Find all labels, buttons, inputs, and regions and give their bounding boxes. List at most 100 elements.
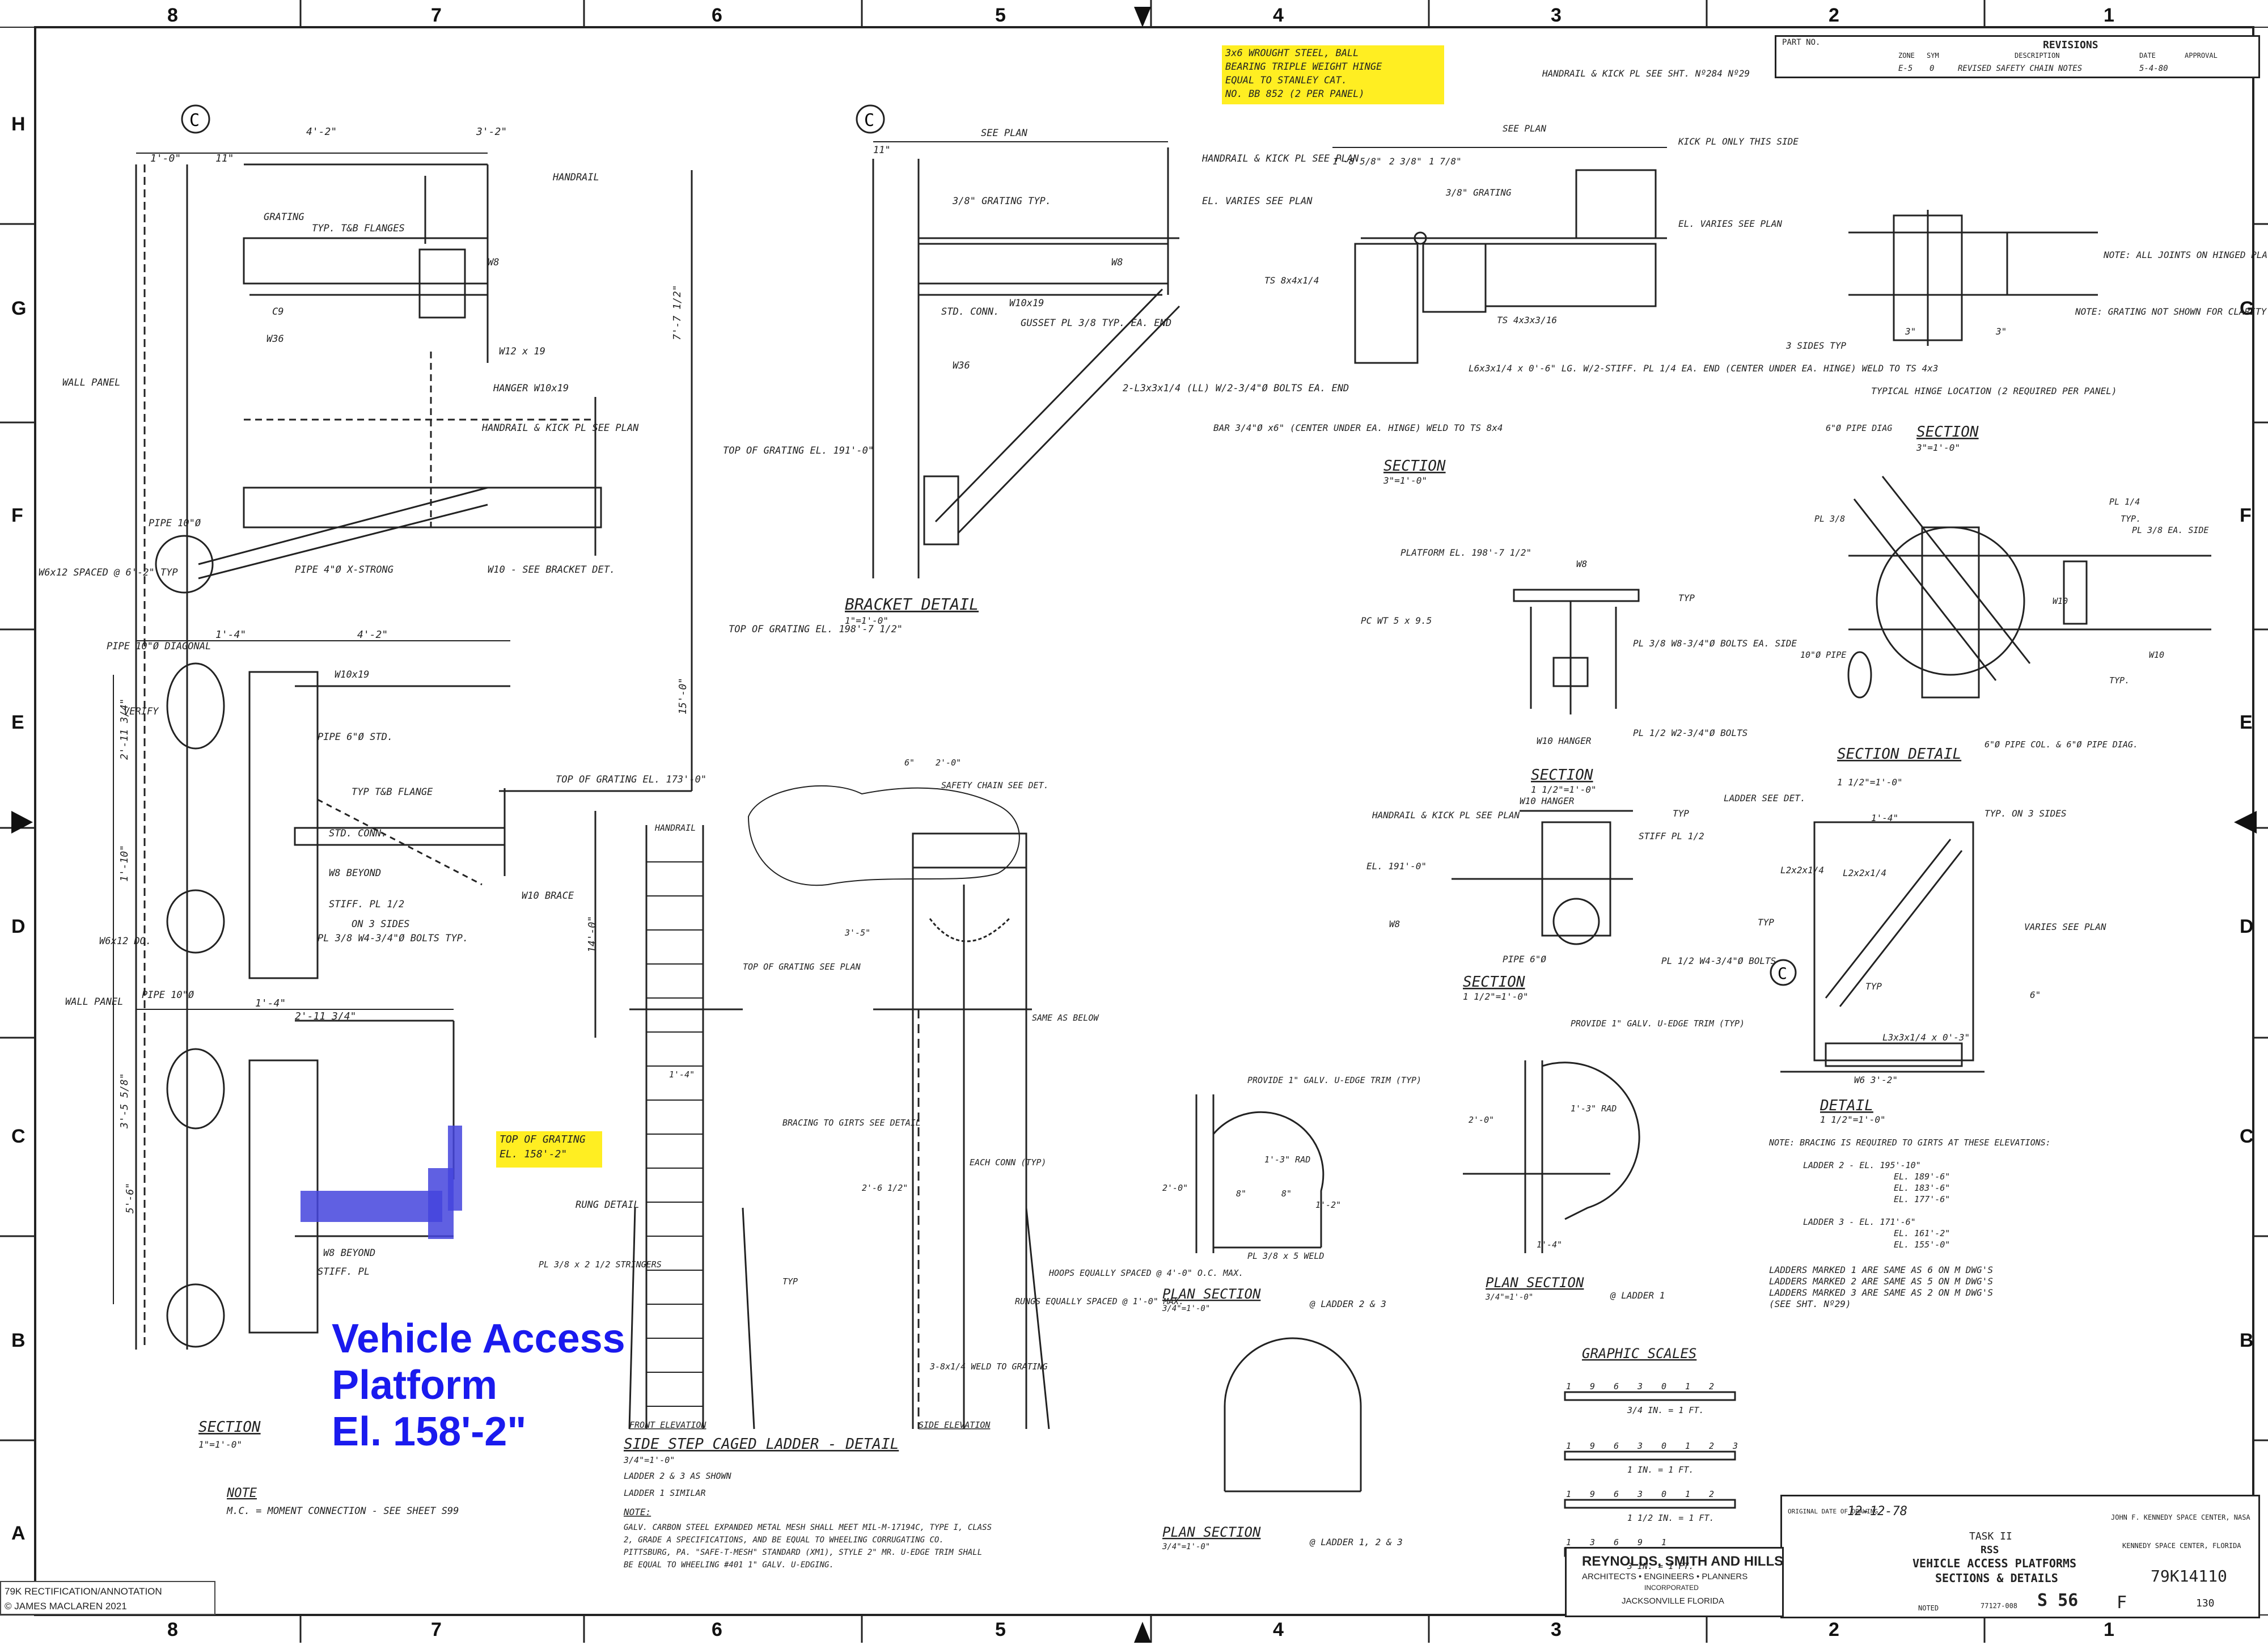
ladder-label-5: 1'-4" [669,1069,695,1080]
scale-0-tick-0: 1 [1566,1381,1571,1392]
section-a-dim-1: 3'-2" [476,126,507,138]
tb-task: TASK II [1969,1530,2012,1542]
ladder-label-14: 3-8x1/4 WELD TO GRATING [929,1361,1048,1372]
hinge-label-5: TYPICAL HINGE LOCATION (2 REQUIRED PER P… [1871,386,2117,396]
plan-v-label-6: 1'-3" RAD [1264,1155,1310,1165]
section-g-label-6: PIPE 6"Ø [1503,954,1546,965]
tb-agency: JOHN F. KENNEDY SPACE CENTER, NASA [2111,1513,2250,1521]
section-d-label-2: TYP. ON 3 SIDES [1984,808,2067,819]
tb-firm-sub: ARCHITECTS • ENGINEERS • PLANNERS [1582,1572,1748,1581]
section-h-label-1: PL 3/8 [1814,514,1845,524]
detail-k-scale: 1 1/2"=1'-0" [1820,1114,1886,1125]
revisions-col-date: DATE [2139,52,2156,60]
section-a-scale: 1"=1'-0" [198,1439,242,1450]
bracket-title: BRACKET DETAIL [845,595,979,614]
section-c-label-11: BAR 3/4"Ø x6" (CENTER UNDER EA. HINGE) W… [1213,422,1503,433]
plan-p-label-0: PROVIDE 1" GALV. U-EDGE TRIM (TYP) [1571,1018,1745,1029]
scale-1-tick-3: 3 [1637,1441,1643,1451]
section-h-label-3: TYP. [2121,514,2141,524]
section-h-label-5: W10 [2053,596,2068,606]
center-arrow-left [11,811,33,834]
section-c-label-1: 1'-8 5/8" [1332,156,1382,167]
tb-size: F [2117,1593,2127,1613]
detail-k-ladder-note-2: LADDERS MARKED 3 ARE SAME AS 2 ON M DWG'… [1769,1287,1993,1298]
section-a-label-3: W8 [488,257,499,268]
section-a-label-16: PIPE 6"Ø STD. [318,731,393,743]
hinge-label-4: 3" [1995,326,2007,337]
plan-p-title: PLAN SECTION [1486,1275,1584,1291]
plan-v-title-1: PLAN SECTION [1162,1286,1261,1302]
section-a-label-31: TOP OF GRATING EL. 191'-0" [723,445,874,456]
section-c-label-2: 2 3/8" [1389,156,1422,167]
scale-1-label: 1 IN. = 1 FT. [1627,1465,1694,1475]
section-a-label-8: HANGER W10x19 [493,383,569,394]
section-c-label-6: KICK PL ONLY THIS SIDE [1678,136,1799,147]
section-c-label-5: HANDRAIL & KICK PL SEE SHT. Nº284 Nº29 [1542,68,1750,79]
grating-el-line-2: EL. 158'-2" [500,1148,568,1160]
scale-1-tick-1: 9 [1590,1441,1595,1451]
section-a-dim-7: 2'-11 3/4" [295,1010,356,1022]
section-a-dim-14: 2'-11 3/4" [119,699,130,760]
scale-2-tick-3: 3 [1637,1489,1643,1499]
detail-k-note-7: EL. 155'-0" [1894,1240,1950,1250]
revisions-col-zone: ZONE [1898,52,1915,60]
hinge-location-drawing [1848,210,2098,346]
ladder-label-13: HOOPS EQUALLY SPACED @ 4'-0" O.C. MAX. [1048,1268,1243,1278]
plan-v-label-3: 8" [1281,1189,1292,1199]
section-a-label-26: WALL PANEL [65,996,123,1008]
ladder-label-15: SAME AS BELOW [1032,1013,1099,1023]
plan-v-ref-1: @ LADDER 2 & 3 [1309,1299,1386,1309]
plan-v-label-1: 2'-0" [1162,1183,1188,1193]
plan-p-label-1: 2'-0" [1469,1115,1494,1125]
plan-v-scale-2: 3/4"=1'-0" [1162,1542,1210,1551]
detail-k-note-2: EL. 189'-6" [1894,1172,1950,1182]
revisions-table: PART NO. REVISIONS ZONE SYM DESCRIPTION … [1775,35,2260,78]
scale-3-tick-1: 3 [1589,1537,1595,1547]
section-f-label-3: PC WT 5 x 9.5 [1361,615,1432,626]
ladder-drawing [628,785,1050,1430]
scale-0-tick-6: 2 [1709,1381,1714,1392]
scale-1-tick-7: 3 [1732,1441,1738,1451]
scale-0-tick-5: 1 [1685,1381,1690,1392]
section-a-dim-12: 3'-5 5/8" [119,1073,130,1129]
scale-2-tick-1: 9 [1590,1489,1595,1499]
section-a-label-4: C9 [272,306,284,318]
credit-box: 79K RECTIFICATION/ANNOTATION © JAMES MAC… [0,1581,215,1615]
section-a-label-7: WALL PANEL [62,377,120,388]
tb-dwg-no: 79K14110 [2151,1567,2227,1585]
detail-k-ladder-note-3: (SEE SHT. Nº29) [1769,1299,1851,1309]
bracket-label-10: 2-L3x3x1/4 (LL) W/2-3/4"Ø BOLTS EA. END [1123,383,1349,394]
section-h-label-9: 6"Ø PIPE COL. & 6"Ø PIPE DIAG. [1984,739,2138,750]
ladder-line-1: LADDER 1 SIMILAR [624,1488,706,1498]
section-h-label-4: PL 3/8 EA. SIDE [2132,525,2208,535]
section-a-dim-2: 1'-0" [150,153,181,164]
plan-v-title-2: PLAN SECTION [1162,1524,1261,1540]
zone-row-left-E: E [11,712,24,733]
section-d-label-6: TYP [1865,981,1882,992]
revisions-col-sym: SYM [1927,52,1939,60]
ladder-note-line-3: BE EQUAL TO WHEELING #401 1" GALV. U-EDG… [624,1561,834,1570]
section-a-label-30: TOP OF GRATING EL. 198'-7 1/2" [729,624,903,635]
section-h-label-8: W10 [2149,650,2164,660]
ladder-label-8: EACH CONN (TYP) [970,1157,1046,1168]
section-a-label-13: W6x12 SPACED @ 6'-2" TYP [39,567,178,578]
hinge-label-0: NOTE: ALL JOINTS ON HINGED PLATFORMS TO … [2103,250,2268,260]
ladder-label-0: HANDRAIL [654,823,696,833]
section-c-label-3: 1 7/8" [1429,156,1462,167]
zone-col-top-2: 2 [1829,5,1839,26]
section-a-label-28: STIFF. PL [318,1266,370,1278]
section-a-dim-13: 1'-10" [119,845,130,882]
tb-sheet-of: 130 [2196,1597,2215,1609]
plan-p-drawing [1463,1060,1640,1253]
section-a-dim-4: 1'-4" [215,629,246,641]
section-h-title: SECTION [1916,424,1979,441]
section-a-note-title: NOTE [226,1486,257,1500]
section-c-scale: 3"=1'-0" [1383,475,1427,486]
section-a-label-1: GRATING [264,212,304,223]
section-d-label-10: W6 3'-2" [1854,1075,1898,1085]
zone-col-bottom-7: 7 [431,1619,442,1640]
section-g-label-4: EL. 191'-0" [1366,861,1427,872]
zone-col-top-6: 6 [712,5,722,26]
scale-0-label: 3/4 IN. = 1 FT. [1627,1405,1704,1415]
